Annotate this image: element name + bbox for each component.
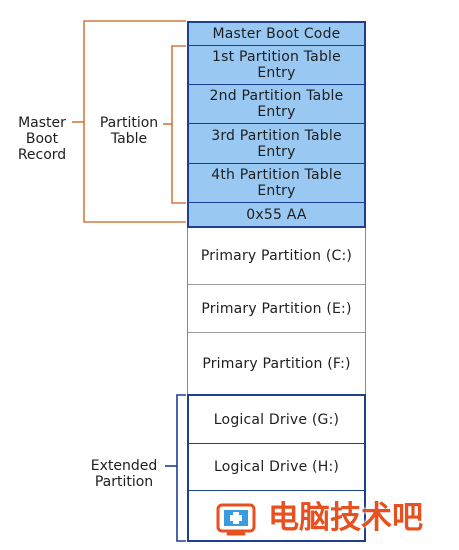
partition-entry-4-text: 4th Partition Table Entry <box>211 167 342 199</box>
master-boot-code-cell: Master Boot Code <box>187 21 366 46</box>
partition-entry-3-text: 3rd Partition Table Entry <box>211 127 342 160</box>
partition-entry-4-cell: 4th Partition Table Entry <box>187 164 366 203</box>
partition-table-label: Partition Table <box>99 115 159 147</box>
master-boot-record-label: Master Boot Record <box>17 115 67 163</box>
primary-partition-e-cell: Primary Partition (E:) <box>187 285 366 333</box>
plus-screen-icon <box>216 503 256 536</box>
primary-partition-e-text: Primary Partition (E:) <box>201 300 352 317</box>
partition-entry-2-cell: 2nd Partition Table Entry <box>187 85 366 124</box>
partition-entry-3-cell: 3rd Partition Table Entry <box>187 124 366 164</box>
watermark-text: 电脑技术吧 <box>268 500 423 536</box>
watermark: 电脑技术吧 <box>214 496 459 542</box>
extended-partition-label: Extended Partition <box>90 458 158 490</box>
extended-partition-bracket <box>176 394 186 542</box>
logical-drive-g-cell: Logical Drive (G:) <box>187 394 366 444</box>
partition-entry-1-text: 1st Partition Table Entry <box>212 49 341 81</box>
logical-drive-h-text: Logical Drive (H:) <box>213 459 340 475</box>
logical-drive-h-cell: Logical Drive (H:) <box>187 444 366 491</box>
primary-partition-c-text: Primary Partition (C:) <box>200 248 353 264</box>
boot-signature-cell: 0x55 AA <box>187 203 366 228</box>
primary-partition-f-cell: Primary Partition (F:) <box>187 333 366 394</box>
primary-partition-c-cell: Primary Partition (C:) <box>187 228 366 285</box>
partition-entry-1-cell: 1st Partition Table Entry <box>187 46 366 85</box>
logical-drive-g-text: Logical Drive (G:) <box>213 411 340 428</box>
partition-table-bracket <box>171 45 186 204</box>
partition-entry-2-text: 2nd Partition Table Entry <box>209 88 344 120</box>
master-boot-code-text: Master Boot Code <box>212 26 341 42</box>
boot-signature-text: 0x55 AA <box>246 206 307 223</box>
primary-partition-f-text: Primary Partition (F:) <box>202 355 351 372</box>
